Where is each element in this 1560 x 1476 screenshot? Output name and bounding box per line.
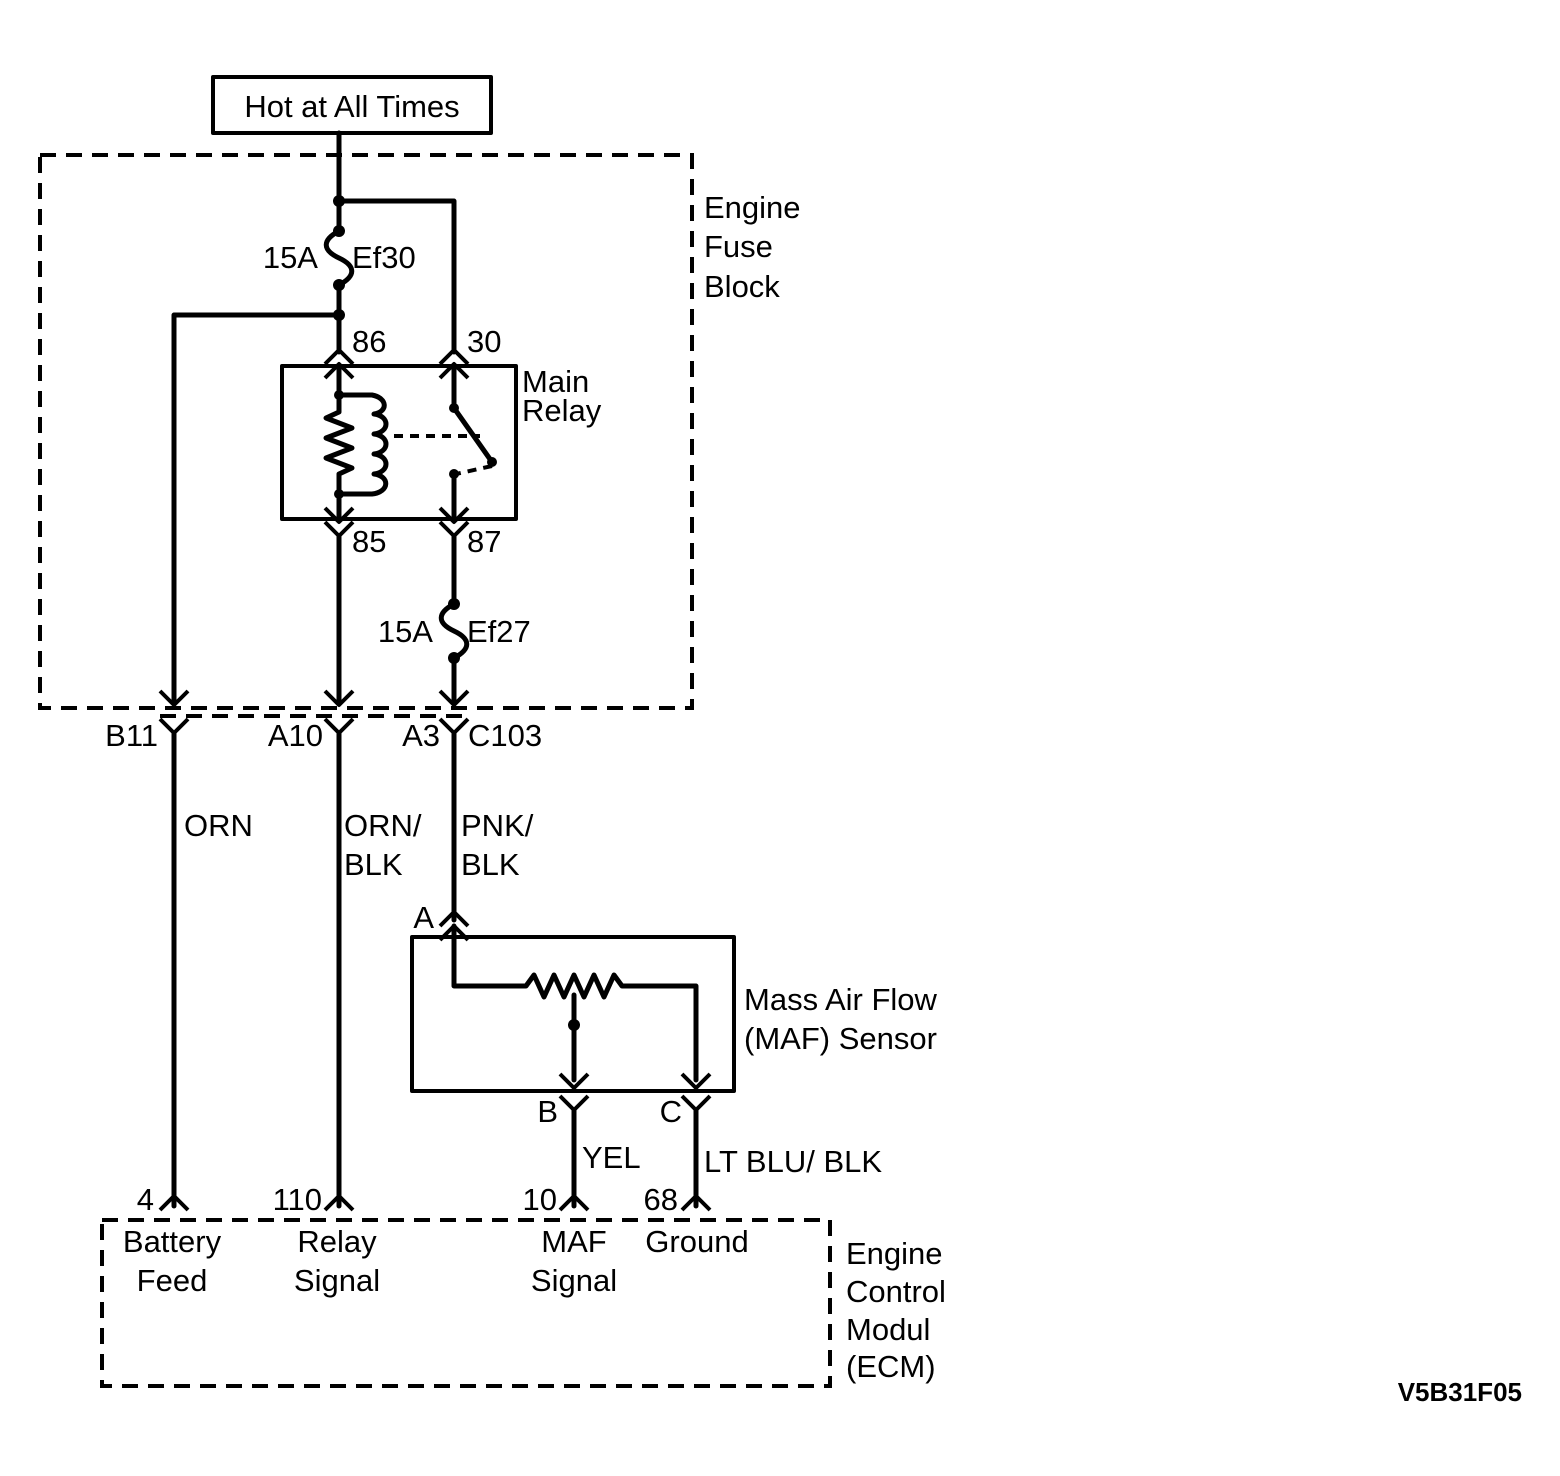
relay-terminal-87-label: 87: [467, 524, 501, 559]
connector-pin-a10-arrow: [323, 689, 355, 707]
connector-pin-a10: A10: [268, 718, 323, 753]
fuse-ef27-symbol: [438, 601, 470, 661]
relay-switch-arm: [451, 405, 495, 465]
battery-feed-wire-internal: [171, 312, 342, 703]
ecm-label-1: Engine: [846, 1236, 943, 1271]
ecm-pin-4-name-1: Battery: [123, 1224, 222, 1259]
figure-id: V5B31F05: [1398, 1377, 1522, 1407]
relay-terminal-85-label: 85: [352, 524, 386, 559]
relay-terminal-30-connector: [438, 348, 470, 366]
maf-sensor-box: [410, 935, 736, 1093]
engine-fuse-block-label-3: Block: [704, 269, 780, 304]
ecm: Engine Control Modul (ECM) 4 110 10 68 B…: [100, 1182, 946, 1388]
engine-fuse-block-boundary: [38, 153, 694, 710]
ecm-label-2: Control: [846, 1274, 946, 1309]
maf-terminal-c-arrow: [680, 1072, 712, 1090]
ecm-pin-10-name-1: MAF: [541, 1224, 606, 1259]
connector-id: C103: [468, 718, 542, 753]
main-relay: Main Relay 86 30 85 87: [280, 324, 602, 559]
ecm-pin-10-name-2: Signal: [531, 1263, 617, 1298]
maf-sensor-element: [451, 923, 699, 1083]
maf-terminal-b-label: B: [537, 1094, 558, 1129]
fuse-ef30-id: Ef30: [352, 240, 416, 275]
ecm-pin-68-name-1: Ground: [645, 1224, 748, 1259]
fuse-ef30-rating: 15A: [263, 240, 318, 275]
engine-fuse-block-label-1: Engine: [704, 190, 801, 225]
connector-pin-a3-arrow: [438, 689, 470, 707]
power-source: Hot at All Times: [211, 75, 493, 135]
maf-terminal-c-label: C: [660, 1094, 682, 1129]
relay-terminal-86-label: 86: [352, 324, 386, 359]
harness-wires: ORN ORN/ BLK PNK/ BLK YEL LT BLU/ BLK: [171, 730, 882, 1209]
ecm-pin-110-name-2: Signal: [294, 1263, 380, 1298]
ecm-pin-110-connector: [323, 1194, 355, 1212]
wire-pnk-blk-label-2: BLK: [461, 847, 520, 882]
engine-fuse-block: Engine Fuse Block: [38, 153, 801, 710]
ecm-pin-4-connector: [158, 1194, 190, 1212]
ecm-pin-110-name-1: Relay: [297, 1224, 377, 1259]
wire-orn-blk-label-1: ORN/: [344, 808, 422, 843]
connector-pin-a3: A3: [402, 718, 440, 753]
maf-terminal-b-connector: [558, 1094, 590, 1112]
fuse-ef27-id: Ef27: [467, 614, 531, 649]
main-relay-label-2: Relay: [522, 393, 602, 428]
relay-30-feed-wire: [336, 198, 457, 355]
wire-yel-label: YEL: [582, 1140, 641, 1175]
maf-terminal-b-arrow: [558, 1072, 590, 1090]
ecm-pin-4-name-2: Feed: [137, 1263, 208, 1298]
maf-sensor: Mass Air Flow (MAF) Sensor A B C: [410, 900, 938, 1129]
relay-terminal-85-connector-inner: [323, 506, 355, 524]
splice-dot: [333, 309, 345, 321]
maf-terminal-c-connector: [680, 1094, 712, 1112]
connector-c103: B11 A10 A3 C103: [105, 689, 542, 753]
ecm-pin-68-number: 68: [644, 1182, 678, 1217]
fuse-ef30-symbol: [323, 228, 355, 288]
power-source-box: [211, 75, 493, 135]
wire-orn-label: ORN: [184, 808, 253, 843]
ecm-pin-4-number: 4: [137, 1182, 154, 1217]
ecm-pin-68-connector: [680, 1194, 712, 1212]
ecm-boundary: [100, 1218, 832, 1388]
main-relay-box: [280, 364, 518, 521]
fuse-block-output-wiring: 15A Ef27: [336, 533, 531, 703]
main-relay-label-1: Main: [522, 364, 589, 399]
connector-pin-b11-arrow: [158, 689, 190, 707]
relay-coil-resistor: [323, 392, 355, 497]
engine-fuse-block-label-2: Fuse: [704, 229, 773, 264]
relay-linkage: [455, 464, 493, 476]
splice-dot: [333, 195, 345, 207]
power-source-label: Hot at All Times: [244, 89, 459, 124]
relay-terminal-30-label: 30: [467, 324, 501, 359]
maf-terminal-a-label: A: [413, 900, 434, 935]
relay-terminal-86-connector: [323, 348, 355, 366]
fuse-terminal-dot: [333, 225, 345, 237]
ecm-label-3: Modul: [846, 1312, 930, 1347]
maf-sensor-label-2: (MAF) Sensor: [744, 1021, 937, 1056]
ecm-pin-10-number: 10: [523, 1182, 557, 1217]
relay-terminal-87-connector-inner: [438, 506, 470, 524]
fuse-ef27-rating: 15A: [378, 614, 433, 649]
relay-contact-dot: [487, 457, 497, 467]
maf-terminal-a-connector: [438, 910, 470, 928]
connector-pin-b11: B11: [105, 718, 158, 753]
ecm-pin-110-number: 110: [273, 1182, 322, 1217]
ecm-pin-10-connector: [558, 1194, 590, 1212]
maf-sensor-label-1: Mass Air Flow: [744, 982, 938, 1017]
ecm-label-4: (ECM): [846, 1349, 936, 1384]
supply-wiring: 15A Ef30: [171, 130, 457, 703]
wire-orn-blk-label-2: BLK: [344, 847, 403, 882]
relay-coil-winding: [336, 392, 389, 497]
wire-lt-blu-blk-label: LT BLU/ BLK: [704, 1144, 882, 1179]
wire-pnk-blk-label-1: PNK/: [461, 808, 534, 843]
